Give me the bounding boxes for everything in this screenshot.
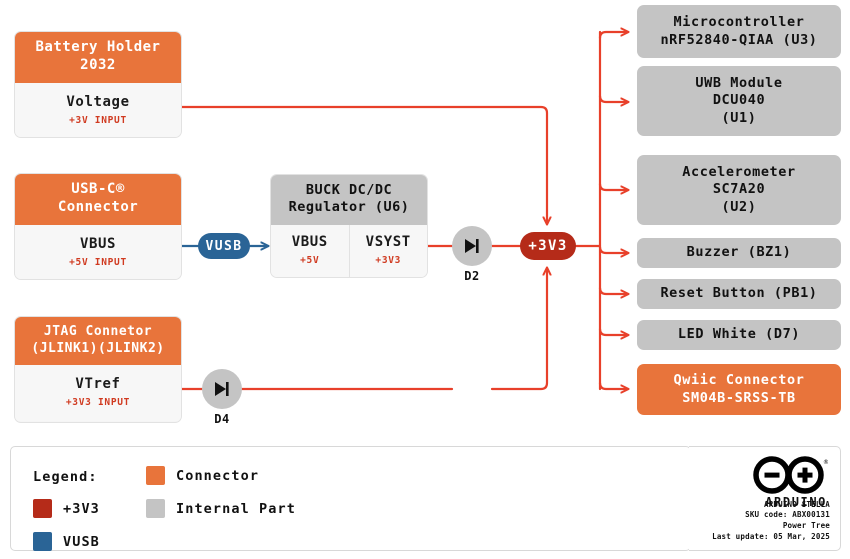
net-badge-vusb[interactable]: VUSB xyxy=(198,233,250,259)
regulator-rails: VBUS +5V VSYST +3V3 xyxy=(271,224,428,277)
load-led-white[interactable]: LED White (D7) xyxy=(637,320,841,350)
svg-text:®: ® xyxy=(823,459,828,466)
jtag-title-line1: JTAG Connetor xyxy=(43,324,153,339)
load-reset-button[interactable]: Reset Button (PB1) xyxy=(637,279,841,309)
plate-line1: ARDUINO STELLA xyxy=(763,499,830,509)
load-qwiic-connector[interactable]: Qwiic Connector SM04B-SRSS-TB xyxy=(637,364,841,415)
usbc-rails: VBUS +5V INPUT xyxy=(15,224,181,279)
source-jtag-connector[interactable]: JTAG Connetor (JLINK1)(JLINK2) VTref +3V… xyxy=(14,316,182,423)
plate-line3: Power Tree xyxy=(782,521,830,531)
usbc-rail-sub: +5V INPUT xyxy=(69,256,127,268)
jtag-rail-vtref: VTref +3V3 INPUT xyxy=(15,365,181,421)
load-6-line2: SM04B-SRSS-TB xyxy=(682,389,796,406)
load-1-line2: DCU040 xyxy=(712,92,766,109)
regulator-rail-0-sub: +5V xyxy=(300,255,320,267)
plate-line4: Last update: 05 Mar, 2025 xyxy=(712,532,830,542)
load-0-line2: nRF52840-QIAA (U3) xyxy=(660,31,818,48)
regulator-rail-0-name: VBUS xyxy=(291,234,328,251)
regulator-rail-1-sub: +3V3 xyxy=(375,255,402,267)
legend-title: Legend: xyxy=(33,469,98,485)
jtag-rails: VTref +3V3 INPUT xyxy=(15,365,181,422)
jtag-title: JTAG Connetor (JLINK1)(JLINK2) xyxy=(15,317,181,366)
load-0-line1: Microcontroller xyxy=(673,13,805,30)
legend-swatch-internal-part xyxy=(146,499,165,518)
legend: Legend: Connector +3V3 Internal Part VUS… xyxy=(10,446,691,551)
regulator-title: BUCK DC/DC Regulator (U6) xyxy=(271,175,427,225)
diode-symbol-icon xyxy=(465,239,479,253)
jtag-title-line2: (JLINK1)(JLINK2) xyxy=(31,340,165,356)
plate-metadata: ARDUINO STELLA SKU code: ABX00131 Power … xyxy=(712,500,830,544)
source-usbc-connector[interactable]: USB-C® Connector VBUS +5V INPUT xyxy=(14,173,182,280)
load-uwb-module[interactable]: UWB Module DCU040 (U1) xyxy=(637,66,841,136)
legend-item-internal-part: Internal Part xyxy=(146,499,296,518)
diode-symbol-icon xyxy=(215,382,229,396)
battery-title: Battery Holder 2032 xyxy=(15,32,181,83)
load-buzzer[interactable]: Buzzer (BZ1) xyxy=(637,238,841,268)
load-4-line1: Reset Button (PB1) xyxy=(660,285,818,302)
arduino-infinity-logo-icon: ® xyxy=(750,455,829,499)
battery-rail-name: Voltage xyxy=(66,93,130,110)
legend-item-connector: Connector xyxy=(146,466,259,485)
load-2-line1: Accelerometer xyxy=(682,163,796,180)
legend-label-3v3: +3V3 xyxy=(63,500,100,517)
battery-title-line2: 2032 xyxy=(80,56,116,73)
load-microcontroller[interactable]: Microcontroller nRF52840-QIAA (U3) xyxy=(637,5,841,58)
load-accelerometer[interactable]: Accelerometer SC7A20 (U2) xyxy=(637,155,841,225)
legend-label-internal-part: Internal Part xyxy=(176,500,296,517)
load-5-line1: LED White (D7) xyxy=(677,326,801,343)
usbc-title-line2: Connector xyxy=(57,198,139,215)
regulator-title-line1: BUCK DC/DC xyxy=(305,182,393,198)
usbc-rail-vbus: VBUS +5V INPUT xyxy=(15,225,181,279)
usbc-title: USB-C® Connector xyxy=(15,174,181,225)
arduino-plate: ® ARDUINO ARDUINO STELLA SKU code: ABX00… xyxy=(689,446,841,551)
diode-d4-label: D4 xyxy=(214,412,230,426)
legend-swatch-connector xyxy=(146,466,165,485)
source-battery-holder[interactable]: Battery Holder 2032 Voltage +3V INPUT xyxy=(14,31,182,138)
battery-rail-sub: +3V INPUT xyxy=(69,114,127,126)
jtag-rail-name: VTref xyxy=(75,376,121,393)
usbc-title-line1: USB-C® xyxy=(71,181,125,197)
diode-d2-label: D2 xyxy=(464,269,480,283)
legend-swatch-vusb xyxy=(33,532,52,551)
buck-dcdc-regulator[interactable]: BUCK DC/DC Regulator (U6) VBUS +5V VSYST… xyxy=(270,174,428,278)
legend-label-vusb: VUSB xyxy=(63,533,100,550)
legend-item-3v3: +3V3 xyxy=(33,499,100,518)
legend-item-vusb: VUSB xyxy=(33,532,100,551)
load-1-line1: UWB Module xyxy=(695,74,783,91)
legend-label-connector: Connector xyxy=(176,467,260,484)
usbc-rail-name: VBUS xyxy=(79,235,117,252)
regulator-title-line2: Regulator (U6) xyxy=(288,199,410,216)
battery-title-line1: Battery Holder xyxy=(35,39,161,55)
load-2-line3: (U2) xyxy=(721,198,757,215)
arduino-wordmark: ARDUINO xyxy=(765,495,827,509)
regulator-rail-vbus: VBUS +5V xyxy=(271,225,349,277)
battery-rail-voltage: Voltage +3V INPUT xyxy=(15,83,181,137)
diode-d4[interactable] xyxy=(202,369,242,409)
plate-line2: SKU code: ABX00131 xyxy=(745,510,830,520)
regulator-rail-1-name: VSYST xyxy=(365,234,411,251)
load-3-line1: Buzzer (BZ1) xyxy=(686,244,792,261)
diode-d2[interactable] xyxy=(452,226,492,266)
load-6-line1: Qwiic Connector xyxy=(673,371,805,388)
legend-swatch-3v3 xyxy=(33,499,52,518)
net-badge-3v3[interactable]: +3V3 xyxy=(520,232,576,260)
load-1-line3: (U1) xyxy=(721,109,757,126)
jtag-rail-sub: +3V3 INPUT xyxy=(65,397,131,409)
load-2-line2: SC7A20 xyxy=(712,181,766,198)
battery-rails: Voltage +3V INPUT xyxy=(15,82,181,137)
regulator-rail-vsyst: VSYST +3V3 xyxy=(348,224,428,277)
